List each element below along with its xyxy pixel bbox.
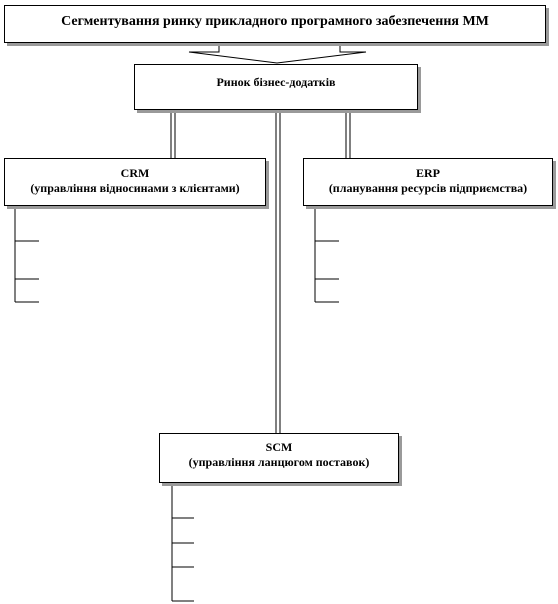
crm-box: CRM (управління відносинами з клієнтами) [4,158,266,206]
erp-subtitle: (планування ресурсів підприємства) [328,181,528,195]
crm-title: CRM [120,166,150,180]
segmentation-title-box: Сегментування ринку прикладного програмн… [4,5,546,43]
scm-title: SCM [265,440,293,454]
erp-box: ERP (планування ресурсів підприємства) [303,158,553,206]
business-apps-market-box: Ринок бізнес-додатків [134,64,418,110]
funnel-arrow [188,43,367,64]
scm-box: SCM (управління ланцюгом поставок) [159,433,399,483]
segmentation-title: Сегментування ринку прикладного програмн… [61,14,489,29]
erp-title: ERP [416,166,440,180]
market-label: Ринок бізнес-додатків [216,75,336,89]
scm-subtitle: (управління ланцюгом поставок) [188,455,370,469]
crm-subtitle: (управління відносинами з клієнтами) [30,181,240,195]
